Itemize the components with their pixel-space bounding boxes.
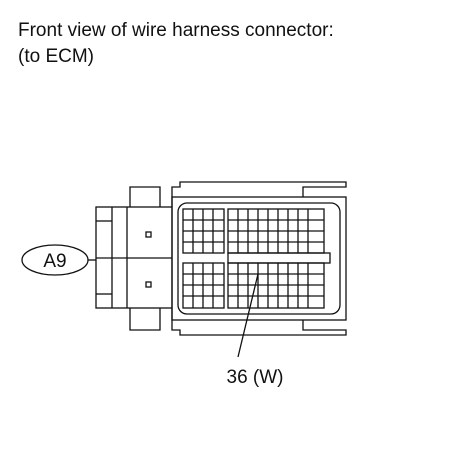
diagram-subtitle: (to ECM) xyxy=(18,46,94,67)
connector-latch-housing xyxy=(95,206,173,309)
cavity-block-lower-right xyxy=(227,262,325,309)
connector-flanges xyxy=(129,181,347,336)
diagram-title: Front view of wire harness connector: xyxy=(18,20,334,41)
pin-36-callout: 36 (W) xyxy=(227,367,284,388)
connector-code-label: A9 xyxy=(43,251,66,272)
pin-36-leader-line xyxy=(237,273,259,358)
cavity-block-upper-left xyxy=(182,208,225,254)
cavity-block-lower-left xyxy=(182,262,225,309)
connector-body xyxy=(171,196,347,321)
cavity-block-upper-right xyxy=(227,208,325,254)
center-key-rail xyxy=(227,252,331,264)
